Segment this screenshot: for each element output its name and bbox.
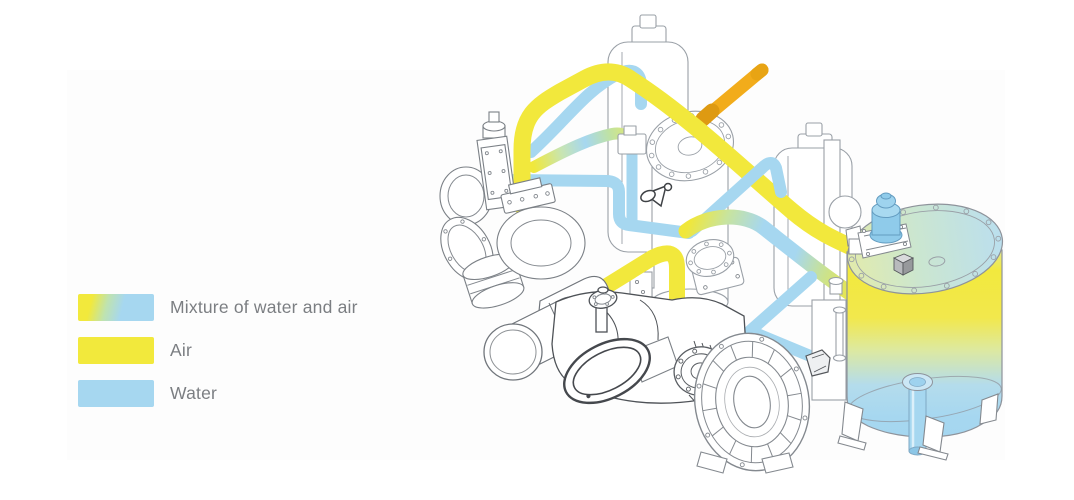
pipe-socket-plate <box>500 177 556 214</box>
legend-row-water: Water <box>78 380 358 407</box>
pump-top-flange <box>685 239 735 277</box>
tank-drain-pipe <box>902 373 933 456</box>
discharge-elbow-fitting <box>805 349 831 377</box>
tank-nut <box>892 253 915 276</box>
air-pipe-main <box>513 63 867 259</box>
legend-label-water: Water <box>170 383 218 403</box>
tank-top-valve <box>869 192 903 244</box>
legend: Mixture of water and air Air Water <box>78 294 358 423</box>
water-pipe-to-right-tower <box>686 157 787 237</box>
legend-label-mixture: Mixture of water and air <box>170 297 358 317</box>
pump-volute <box>496 206 586 280</box>
right-support-panel <box>811 276 847 401</box>
legend-swatch-mixture <box>78 294 154 321</box>
left-valve-stack <box>439 111 586 309</box>
legend-swatch-water <box>78 380 154 407</box>
tank-legs <box>837 393 999 461</box>
water-pipe-left <box>500 174 695 239</box>
breather-funnel <box>640 182 673 208</box>
air-pipe-riser <box>581 245 685 322</box>
stacked-discs <box>462 253 525 309</box>
mid-pipes <box>581 157 865 366</box>
small-valve-fitting <box>588 286 618 333</box>
legend-row-mixture: Mixture of water and air <box>78 294 358 321</box>
mixture-pipe-to-tank <box>678 209 865 306</box>
legend-swatch-air <box>78 337 154 364</box>
oval-manway <box>563 337 651 405</box>
bolted-manhole-flange <box>645 110 735 182</box>
line-art-foreground <box>439 111 831 474</box>
rear-pipes <box>500 63 769 239</box>
separator-tank <box>837 192 1004 461</box>
tank-lid-bolts <box>848 204 1002 294</box>
water-pipe-tank-return <box>744 271 826 366</box>
coupling-wheel-guard <box>693 332 811 472</box>
legend-label-air: Air <box>170 340 192 360</box>
wheel-feet <box>696 451 794 474</box>
legend-row-air: Air <box>78 337 358 364</box>
